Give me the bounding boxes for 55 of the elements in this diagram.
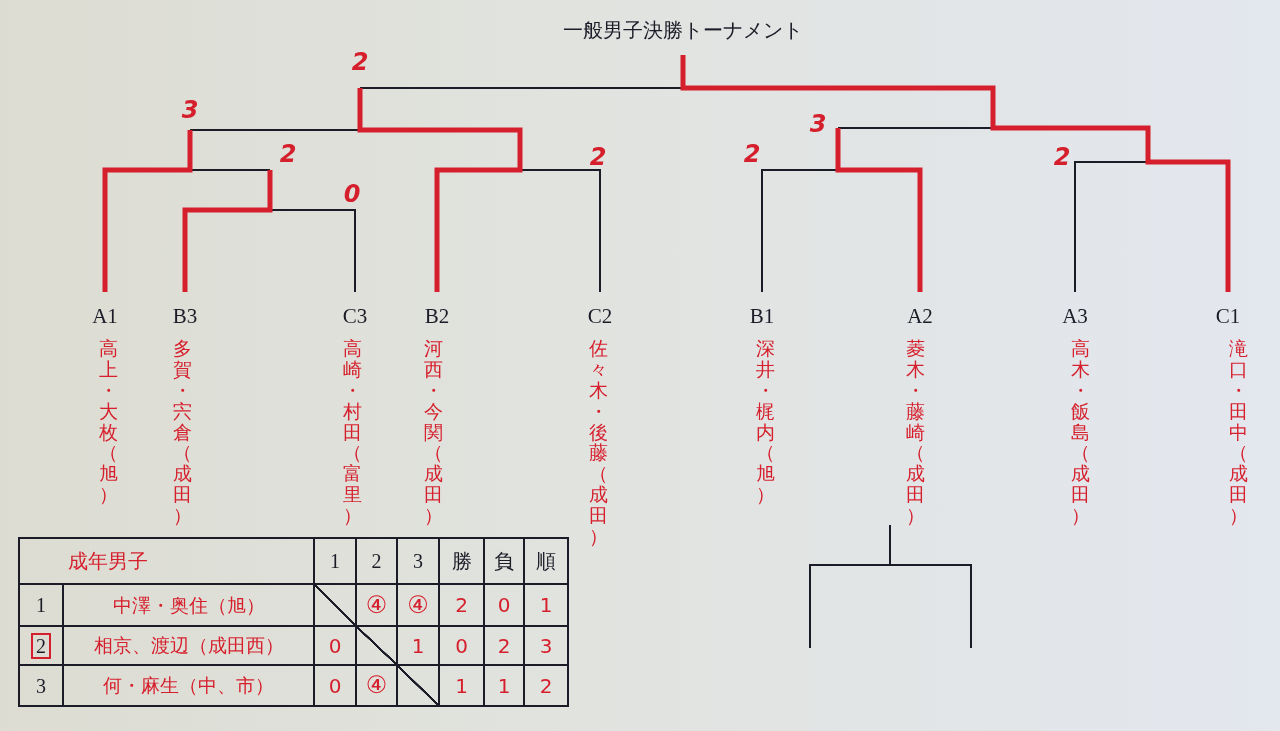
circled-score: ④ — [365, 672, 388, 699]
match-score: 0 — [343, 182, 361, 206]
loss-count: 2 — [497, 634, 511, 657]
seed-label: B3 — [172, 305, 198, 329]
column-header: 順 — [536, 550, 556, 572]
column-header: 2 — [371, 550, 382, 572]
seed-label: A1 — [92, 305, 118, 329]
match-score: 2 — [743, 142, 761, 166]
seed-label: B2 — [424, 305, 450, 329]
pair-name: 何・麻生（中、市） — [103, 675, 274, 696]
row-number: 3 — [36, 674, 46, 697]
match-score: 0 — [328, 674, 342, 697]
match-score: 3 — [809, 112, 827, 136]
seed-label: C2 — [587, 305, 613, 329]
seed-label: A3 — [1062, 305, 1088, 329]
win-count: 0 — [455, 634, 468, 657]
match-score: 2 — [351, 50, 369, 74]
player-names: 多賀・宍倉（成田） — [172, 338, 192, 526]
player-names: 深井・梶内（旭） — [755, 338, 775, 506]
match-score: 0 — [328, 634, 342, 657]
table-heading: 成年男子 — [68, 550, 148, 572]
column-header: 3 — [413, 550, 423, 572]
loss-count: 1 — [497, 674, 511, 697]
seed-label: C3 — [342, 305, 368, 329]
seed-label: B1 — [749, 305, 775, 329]
column-header: 勝 — [451, 550, 472, 572]
match-score: 2 — [1053, 145, 1071, 169]
player-names: 河西・今関（成田） — [423, 338, 443, 526]
title: 一般男子決勝トーナメント — [563, 18, 803, 42]
win-count: 2 — [455, 594, 468, 616]
win-count: 1 — [455, 674, 468, 697]
match-score: 1 — [411, 634, 425, 657]
player-names: 高崎・村田（富里） — [342, 338, 362, 526]
player-names: 菱木・藤崎（成田） — [905, 338, 925, 526]
player-names: 高木・飯島（成田） — [1070, 338, 1090, 526]
row-number: 1 — [36, 594, 46, 616]
rank-number: 2 — [539, 674, 553, 697]
player-names: 高上・大枚（旭） — [98, 338, 118, 506]
rank-number: 3 — [539, 634, 553, 657]
boxed-row-number: 2 — [31, 632, 51, 659]
circled-score: ④ — [407, 591, 429, 619]
rank-number: 1 — [539, 594, 553, 616]
match-score: 3 — [181, 98, 199, 122]
player-names: 佐々木・後藤（成田） — [588, 338, 608, 547]
column-header: 負 — [494, 550, 514, 572]
loss-count: 0 — [497, 594, 511, 616]
seed-label: C1 — [1215, 305, 1241, 329]
pair-name: 相京、渡辺（成田西） — [93, 635, 284, 656]
column-header: 1 — [330, 550, 340, 572]
match-score: 2 — [279, 142, 297, 166]
player-names: 滝口・田中（成田） — [1228, 338, 1248, 526]
pair-name: 中澤・奥住（旭） — [112, 594, 265, 616]
match-score: 2 — [589, 145, 607, 169]
seed-label: A2 — [907, 305, 933, 329]
circled-score: ④ — [365, 591, 388, 619]
